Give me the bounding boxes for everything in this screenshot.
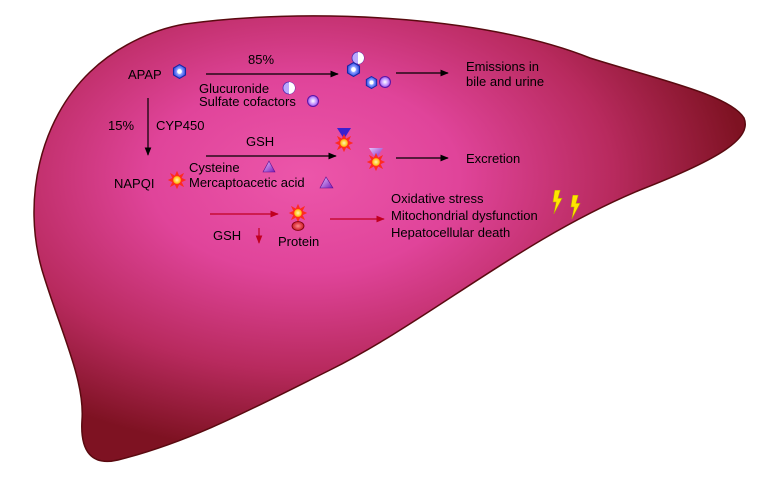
pct-15-label: 15% bbox=[108, 118, 134, 133]
cyp450-label: CYP450 bbox=[156, 118, 204, 133]
emissions-label-line2: bile and urine bbox=[466, 74, 544, 89]
outcome-mitochondrial: Mitochondrial dysfunction bbox=[391, 208, 538, 223]
gsh-top-label: GSH bbox=[246, 134, 274, 149]
purple-ring-icon bbox=[379, 76, 391, 88]
purple-triangle-icon bbox=[262, 160, 276, 173]
conjugate-cluster bbox=[346, 51, 391, 89]
protein-label: Protein bbox=[278, 234, 319, 249]
napqi-label: NAPQI bbox=[114, 176, 154, 191]
purple-triangle-icon bbox=[337, 128, 351, 139]
half-shaded-circle-icon bbox=[282, 81, 296, 95]
outcome-oxidative: Oxidative stress bbox=[391, 191, 484, 206]
sulfate-label: Sulfate cofactors bbox=[199, 94, 296, 109]
excretion-label: Excretion bbox=[466, 151, 520, 166]
apap-label: APAP bbox=[128, 67, 162, 82]
red-yellow-star-icon bbox=[334, 133, 354, 153]
protein-icon bbox=[291, 221, 305, 231]
liver-shape bbox=[33, 15, 746, 463]
blue-hexagon-icon bbox=[346, 62, 361, 77]
emissions-label-line1: Emissions in bbox=[466, 59, 539, 74]
cysteine-label: Cysteine bbox=[189, 160, 240, 175]
purple-triangle-icon bbox=[319, 176, 334, 189]
mercapto-label: Mercaptoacetic acid bbox=[189, 175, 305, 190]
purple-ring-icon bbox=[307, 95, 319, 107]
glucuronide-label: Glucuronide bbox=[199, 81, 269, 96]
blue-hexagon-icon bbox=[172, 64, 187, 79]
outcome-death: Hepatocellular death bbox=[391, 225, 510, 240]
red-yellow-star-icon bbox=[366, 152, 386, 172]
pct-85-label: 85% bbox=[248, 52, 274, 67]
red-yellow-star-icon bbox=[288, 203, 308, 223]
blue-hexagon-icon bbox=[365, 76, 378, 89]
half-shaded-circle-icon bbox=[351, 51, 365, 65]
gsh-bottom-label: GSH bbox=[213, 228, 241, 243]
adduct-cluster bbox=[334, 128, 386, 172]
protein-adduct bbox=[288, 203, 308, 231]
red-yellow-star-icon bbox=[167, 170, 187, 190]
